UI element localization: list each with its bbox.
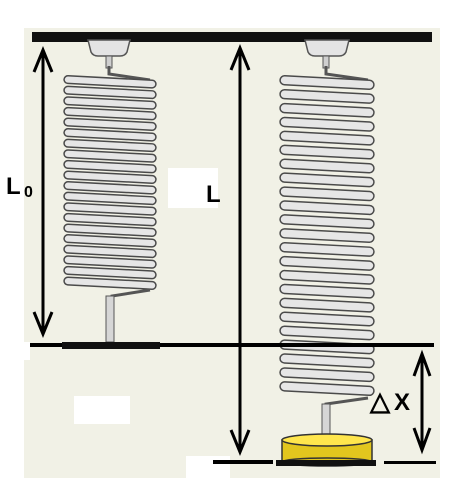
coil-turn: [63, 202, 157, 216]
coil-turn: [63, 128, 157, 142]
left-spring-coil: [63, 75, 157, 290]
coil-turn: [279, 144, 375, 160]
background-patch: [74, 396, 130, 424]
coil-turn: [279, 200, 375, 216]
coil-turn: [279, 116, 375, 132]
left-bottom-rod: [105, 295, 115, 343]
right-bottom-lead: [324, 396, 369, 436]
background-patch: [186, 456, 230, 478]
dx-label: X: [394, 389, 410, 416]
right-margin: [440, 0, 463, 499]
coil-turn: [63, 244, 157, 259]
right-spring-coil: [279, 75, 375, 397]
bottom-line-right: [384, 461, 436, 464]
coil-turn: [63, 170, 157, 184]
coil-turn: [63, 234, 157, 248]
coil-turn: [63, 212, 157, 227]
background-patch: [168, 168, 218, 208]
coil-turn: [63, 255, 157, 269]
coil-turn: [279, 381, 375, 397]
coil-turn: [63, 191, 157, 206]
coil-turn: [279, 186, 375, 202]
coil-turn: [63, 85, 157, 100]
left-bottom-lead: [110, 288, 151, 342]
mass-base: [276, 460, 376, 466]
coil-turn: [63, 106, 157, 121]
reference-line: [30, 343, 434, 347]
coil-turn: [63, 159, 157, 174]
coil-turn: [279, 158, 375, 174]
left-margin: [0, 0, 24, 499]
coil-turn: [279, 130, 375, 146]
delta-symbol: △: [369, 386, 391, 416]
left-spring-mount: [87, 39, 131, 57]
coil-turn: [279, 367, 375, 383]
l-arrow: [229, 44, 251, 456]
coil-turn: [279, 102, 375, 118]
right-bottom-rod: [321, 403, 331, 437]
left-spring-base: [62, 342, 160, 349]
coil-turn: [63, 117, 157, 131]
coil-turn: [279, 353, 375, 369]
ceiling-bar: [32, 32, 432, 42]
coil-turn: [63, 181, 157, 195]
coil-turn: [279, 75, 375, 90]
bottom-margin: [0, 478, 463, 499]
l0-subscript: 0: [24, 184, 33, 201]
coil-turn: [63, 265, 157, 280]
right-top-lead: [324, 66, 369, 82]
coil-turn: [63, 276, 157, 290]
coil-turn: [63, 75, 157, 89]
coil-turn: [63, 138, 157, 153]
coil-turn: [279, 214, 375, 230]
coil-turn: [63, 96, 157, 110]
coil-turn: [279, 255, 375, 271]
coil-turn: [279, 269, 375, 285]
l-label: L: [206, 181, 221, 208]
coil-turn: [279, 297, 375, 313]
top-margin: [0, 0, 463, 28]
coil-turn: [279, 241, 375, 257]
background-patch: [8, 342, 30, 360]
bottom-line-left: [213, 460, 273, 464]
coil-turn: [279, 283, 375, 299]
coil-turn: [279, 311, 375, 327]
l0-label: L: [6, 173, 21, 200]
coil-turn: [279, 325, 375, 341]
right-spring-mount: [304, 39, 350, 57]
dx-arrow: [412, 349, 432, 455]
coil-turn: [279, 88, 375, 104]
coil-turn: [63, 223, 157, 237]
left-top-lead: [107, 66, 151, 82]
coil-turn: [63, 149, 157, 163]
coil-turn: [279, 172, 375, 188]
coil-turn: [279, 228, 375, 244]
l0-arrow: [32, 46, 54, 338]
